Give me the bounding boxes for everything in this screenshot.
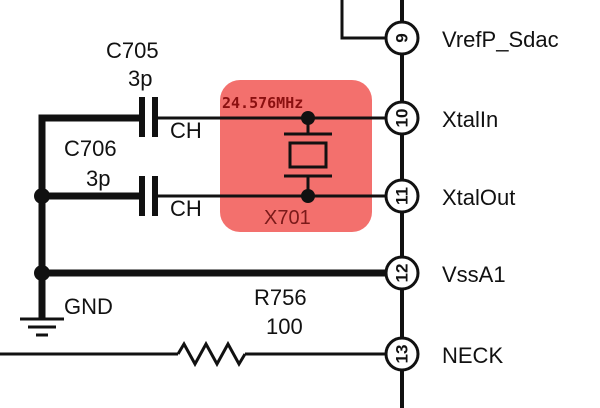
pin-number: 13 [393,345,412,364]
junction-dot [301,111,315,125]
pin-number: 10 [393,109,412,128]
ic-pin-11: 11 [384,178,420,214]
crystal-ref: X701 [264,207,311,229]
pin9-trace [340,0,386,40]
c706-type: CH [170,196,202,221]
c706-ref: C706 [64,136,117,161]
pin-number: 9 [393,33,412,42]
capacitor-c705-symbol [139,97,158,137]
ic-pin-9: 9 [384,20,420,56]
ic-pin-10: 10 [384,100,420,136]
ic-pin-12: 12 [384,255,420,291]
resistor-r756-symbol [176,340,247,368]
crystal-frequency: 24.576MHz [222,94,303,112]
ground-bus [38,114,140,318]
pin-number: 12 [393,264,412,283]
r756-ref: R756 [254,285,307,310]
c705-value: 3p [128,66,152,91]
capacitor-c706-symbol [139,176,158,216]
r756-value: 100 [266,314,303,339]
c706-value: 3p [86,166,110,191]
c705-type: CH [170,118,202,143]
c705-ref: C705 [106,38,159,63]
pin-name-xtalout: XtalOut [442,185,515,210]
ground-symbol [20,317,64,337]
ground-label: GND [64,294,113,319]
pin-name-xtalin: XtalIn [442,107,498,132]
pin-number: 11 [393,187,412,205]
pin-name-vssa1: VssA1 [442,262,506,287]
junction-dot [34,265,50,281]
junction-dot [34,188,50,204]
pin-name-neck: NECK [442,343,503,368]
pin-name-vrefp-sdac: VrefP_Sdac [442,27,559,52]
junction-dot [301,189,315,203]
ic-pin-13: 13 [384,336,420,372]
